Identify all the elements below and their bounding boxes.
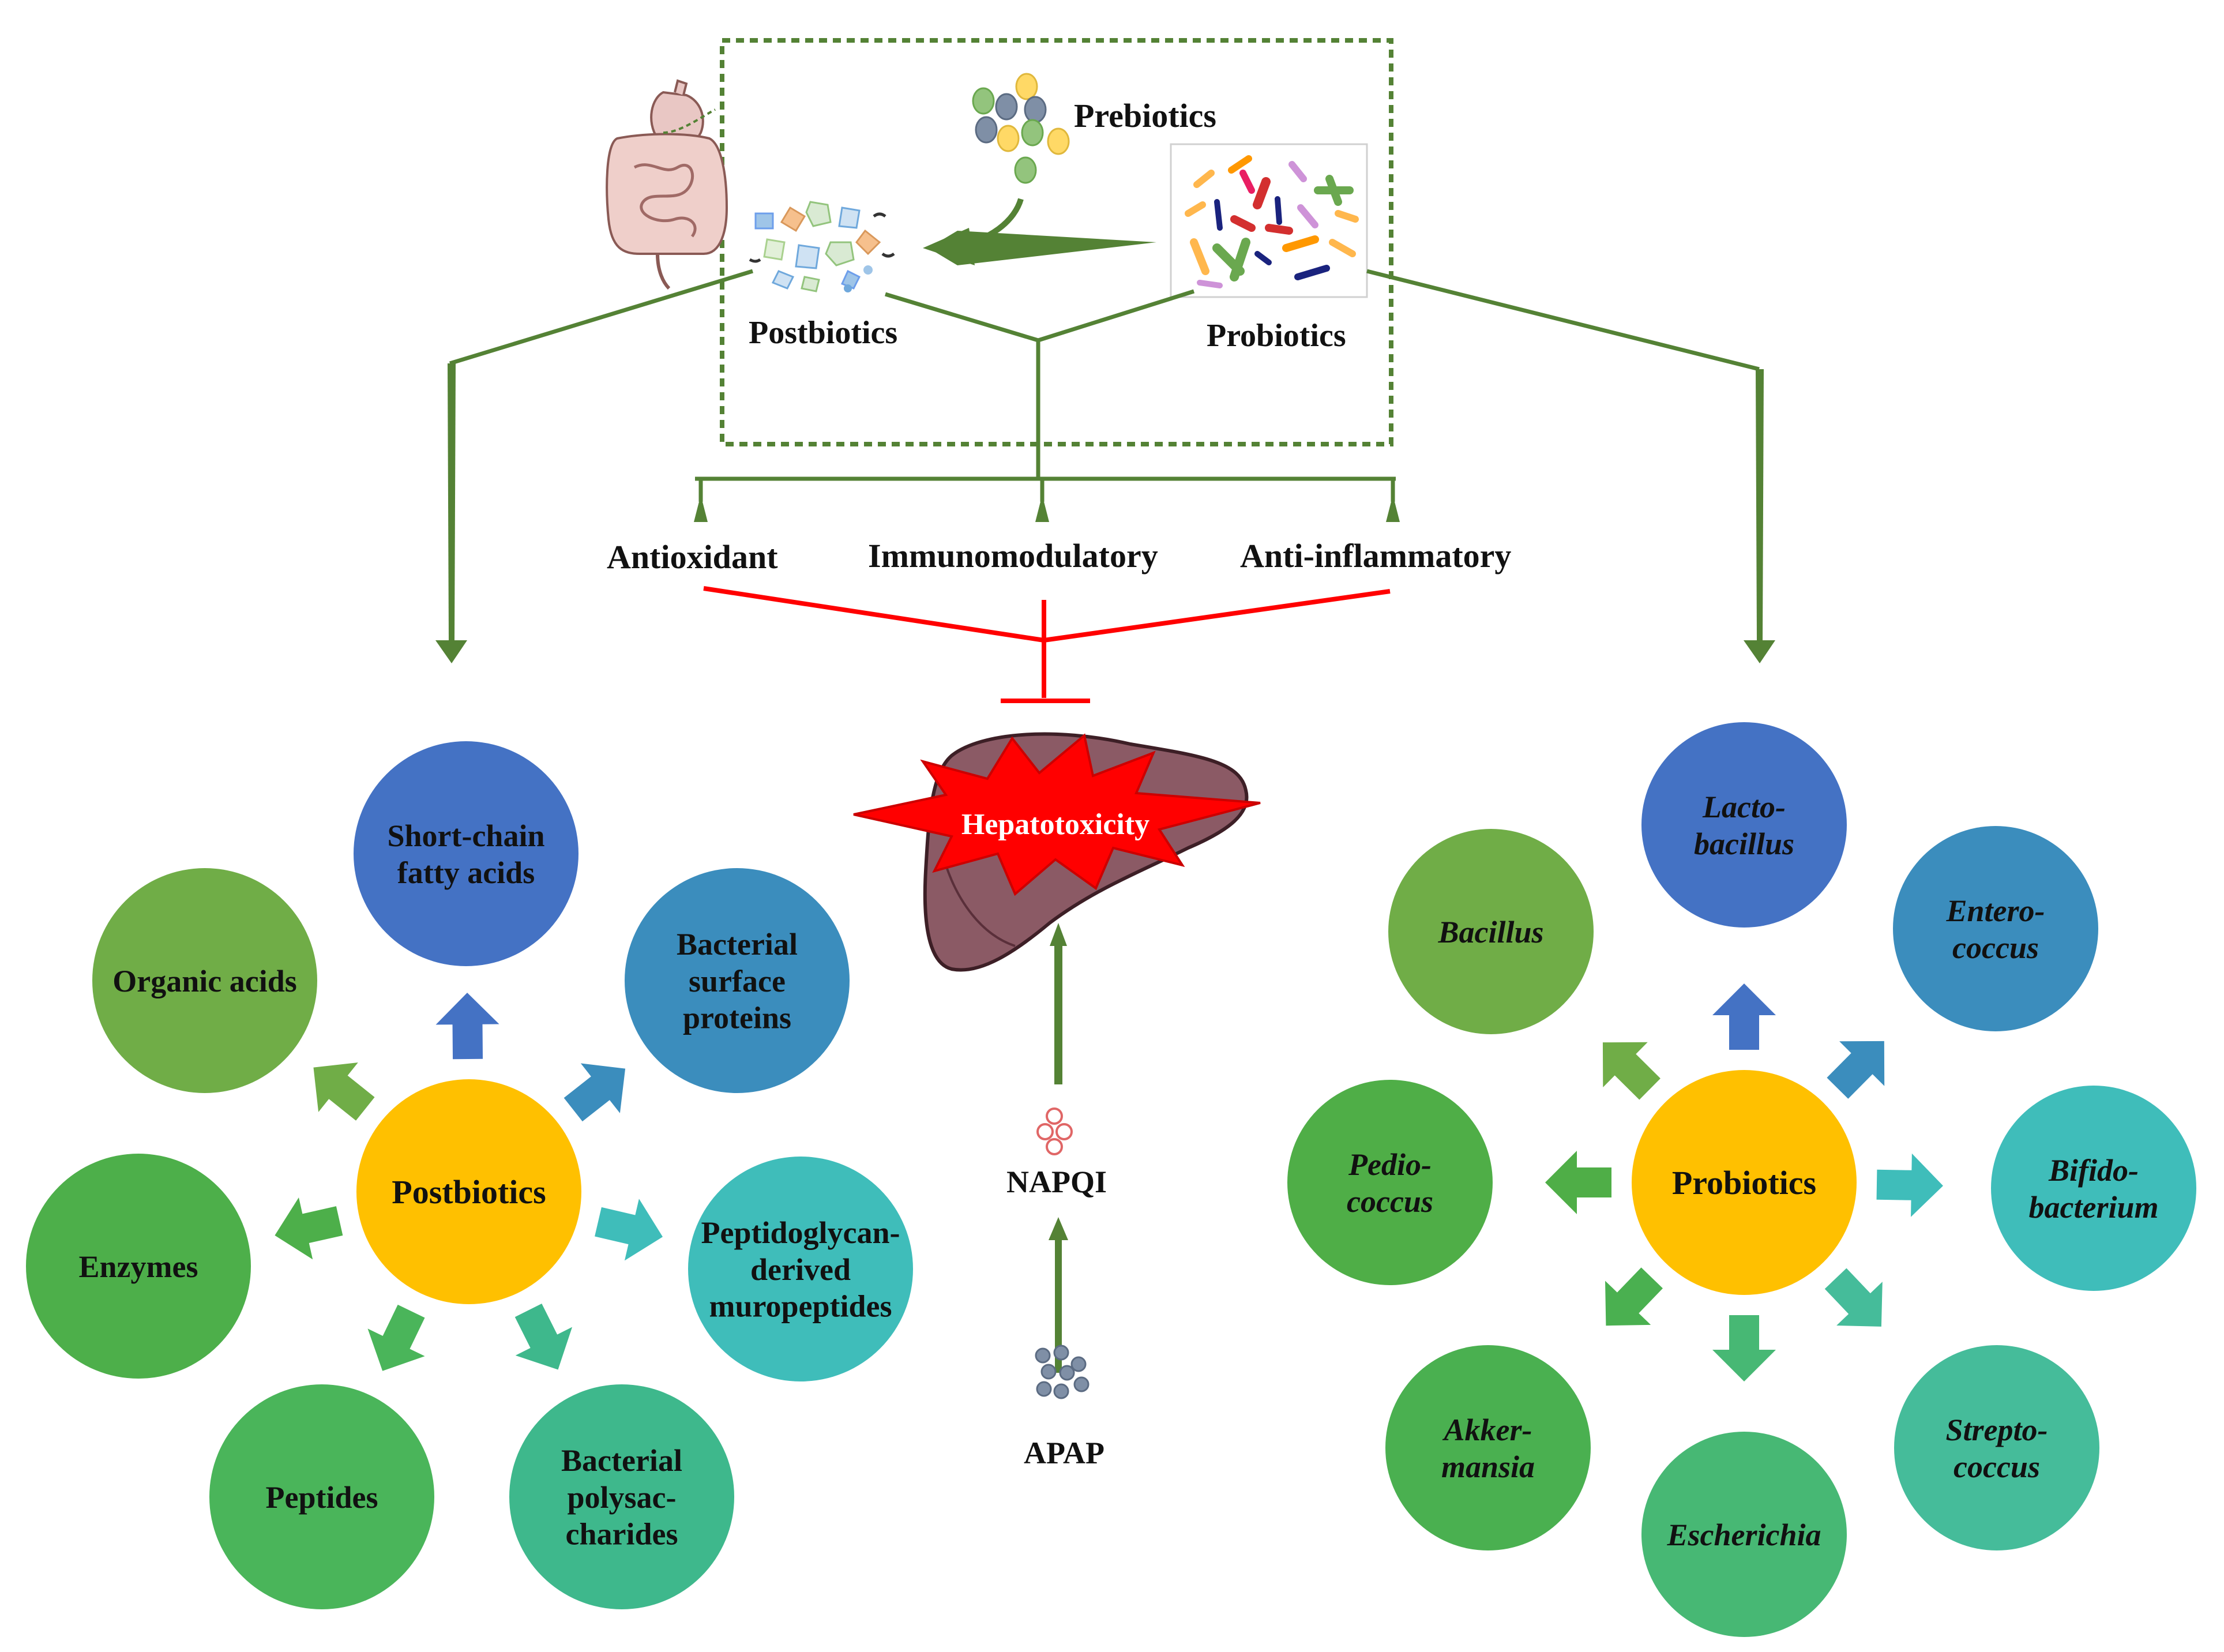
gut-dotted-box (720, 38, 1393, 446)
probiotics-cluster-node-4 (1894, 1345, 2099, 1550)
probiotics-cluster-arrow-2 (1827, 1041, 1885, 1099)
postbiotics-cluster-arrow-2 (563, 1063, 626, 1122)
probiotics-cluster-node-2-label-line-1: Entero- (1945, 893, 2045, 928)
probiotics-cluster-arrow-4 (1824, 1268, 1883, 1327)
postbiotics-cluster-node-7-label-line-1: Organic acids (112, 964, 297, 998)
napqi-molecule-icon (1036, 1107, 1073, 1155)
probiotics-cluster-node-3-label-line-2: bacterium (2029, 1190, 2159, 1225)
connector-arrowheads (435, 363, 1775, 663)
postbiotics-cluster-node-3-label-line-1: Peptidoglycan- (701, 1215, 900, 1250)
connector-lines (449, 269, 1760, 502)
postbiotics-cluster-node-2 (625, 868, 850, 1093)
gut-conversion-arrows (923, 198, 1156, 265)
apap-molecule-icon (1035, 1345, 1090, 1399)
postbiotics-cluster-arrow-4 (514, 1303, 573, 1370)
postbiotics-cluster-node-4-label-line-3: charides (566, 1517, 678, 1552)
postbiotics-cluster-center (356, 1079, 581, 1304)
probiotics-cluster-node-7 (1287, 1080, 1493, 1285)
postbiotics-cluster-node-2-label-line-3: proteins (683, 1001, 791, 1035)
prebiotics-icon (972, 73, 1070, 184)
postbiotics-cluster-node-1-label-line-2: fatty acids (397, 855, 535, 890)
postbiotics-cluster-node-4-label-line-2: polysac- (568, 1480, 677, 1515)
inhibition-lines (703, 586, 1391, 703)
probiotics-cluster-node-6-label-line-2: mansia (1441, 1450, 1535, 1484)
probiotics-cluster-arrow-6 (1605, 1267, 1663, 1326)
postbiotics-cluster-node-6-label-line-1: Enzymes (79, 1249, 198, 1284)
probiotics-top-label: Probiotics (1207, 318, 1346, 354)
anti-inflammatory-label: Anti-inflammatory (1240, 537, 1511, 575)
probiotics-cluster-node-6 (1385, 1345, 1591, 1550)
hepatotoxicity-label: Hepatotoxicity (961, 808, 1149, 841)
probiotics-cluster: ProbioticsLacto-bacillusEntero-coccusBif… (1287, 722, 2196, 1637)
postbiotics-cluster-node-2-label-line-1: Bacterial (677, 927, 798, 962)
antioxidant-label: Antioxidant (607, 538, 778, 576)
probiotics-cluster-node-4-label-line-1: Strepto- (1945, 1413, 2048, 1447)
probiotics-cluster-node-7-label-line-1: Pedio- (1348, 1147, 1432, 1182)
postbiotics-top-label: Postbiotics (749, 315, 897, 351)
postbiotics-cluster-center-label: Postbiotics (392, 1173, 546, 1211)
postbiotics-cluster-node-4-label-line-1: Bacterial (561, 1443, 682, 1478)
probiotics-cluster-center-label: Probiotics (1672, 1164, 1816, 1202)
probiotics-cluster-node-1 (1641, 722, 1847, 928)
postbiotics-cluster-node-4 (509, 1384, 734, 1609)
probiotics-cluster-node-6-label-line-1: Akker- (1442, 1413, 1532, 1447)
napqi-label: NAPQI (1006, 1165, 1107, 1199)
postbiotics-cluster-arrow-7 (313, 1062, 375, 1121)
postbiotics-cluster-node-5-label-line-1: Peptides (266, 1480, 378, 1515)
postbiotics-cluster-node-7 (92, 868, 317, 1093)
postbiotics-cluster-node-5 (209, 1384, 434, 1609)
postbiotics-cluster-node-3-label-line-2: derived (750, 1252, 851, 1287)
postbiotics-cluster-arrow-6 (275, 1197, 343, 1260)
postbiotics-cluster-node-2-label-line-2: surface (689, 964, 786, 998)
probiotics-cluster-node-3-label-line-1: Bifido- (2048, 1153, 2139, 1188)
postbiotics-cluster-node-6 (26, 1154, 251, 1379)
postbiotics-cluster-node-1-label-line-1: Short-chain (387, 819, 544, 853)
hepatotoxicity-burst (853, 733, 1261, 896)
probiotics-cluster-node-8 (1388, 829, 1594, 1034)
probiotics-cluster-node-7-label-line-2: coccus (1347, 1184, 1433, 1219)
probiotics-cluster-arrow-1 (1712, 983, 1776, 1050)
postbiotics-cluster-node-1 (354, 741, 578, 966)
postbiotics-cluster-arrow-5 (367, 1304, 425, 1371)
probiotics-cluster-arrow-5 (1712, 1315, 1776, 1381)
probiotics-bacteria-icon (1170, 143, 1368, 298)
immunomodulatory-label: Immunomodulatory (868, 537, 1158, 575)
probiotics-cluster-node-2 (1893, 826, 2098, 1031)
apap-label: APAP (1024, 1436, 1105, 1470)
probiotics-cluster-arrow-8 (1602, 1042, 1661, 1100)
postbiotics-cluster-arrow-3 (595, 1199, 663, 1261)
metabolism-arrows (1049, 923, 1068, 1373)
probiotics-cluster-node-5 (1641, 1432, 1847, 1637)
postbiotics-cluster-arrow-1 (435, 993, 499, 1060)
postbiotic-molecules-icon (749, 201, 895, 292)
postbiotics-cluster-node-3-label-line-3: muropeptides (709, 1289, 892, 1324)
probiotics-cluster-node-1-label-line-1: Lacto- (1702, 790, 1786, 824)
postbiotics-cluster-node-3 (688, 1157, 913, 1381)
probiotics-cluster-center (1632, 1070, 1857, 1295)
probiotics-cluster-node-1-label-line-2: bacillus (1694, 827, 1794, 861)
probiotics-cluster-arrow-3 (1876, 1153, 1943, 1217)
probiotics-cluster-node-8-label-line-1: Bacillus (1437, 915, 1543, 949)
probiotics-cluster-node-3 (1991, 1086, 2196, 1291)
probiotics-cluster-node-2-label-line-2: coccus (1952, 930, 2039, 965)
probiotics-cluster-node-4-label-line-2: coccus (1953, 1450, 2040, 1484)
probiotics-cluster-arrow-7 (1545, 1151, 1611, 1214)
probiotics-cluster-node-5-label-line-1: Escherichia (1666, 1518, 1821, 1552)
digestive-tract-icon (606, 79, 728, 290)
prebiotics-label: Prebiotics (1074, 97, 1216, 134)
